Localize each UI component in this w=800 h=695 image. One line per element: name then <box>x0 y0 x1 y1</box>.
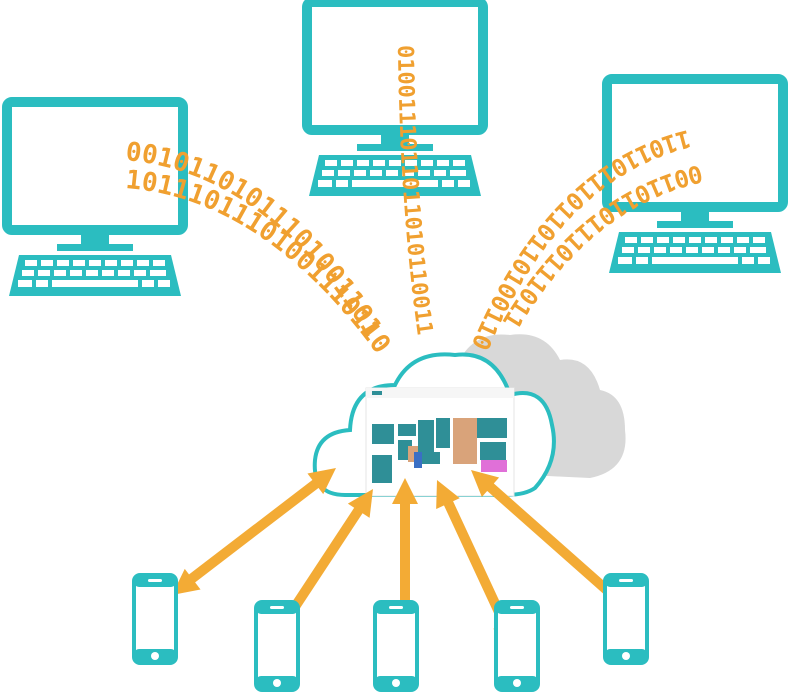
phone-2 <box>254 600 300 692</box>
phone-4 <box>494 600 540 692</box>
smartphone-icon <box>254 600 300 692</box>
smartphone-icon <box>132 573 178 665</box>
phone-1 <box>132 573 178 665</box>
phone-5 <box>603 573 649 665</box>
smartphone-icon <box>494 600 540 692</box>
phone-3 <box>373 600 419 692</box>
smartphone-icon <box>373 600 419 692</box>
smartphone-icon <box>603 573 649 665</box>
calendar-app-screenshot <box>365 387 515 497</box>
